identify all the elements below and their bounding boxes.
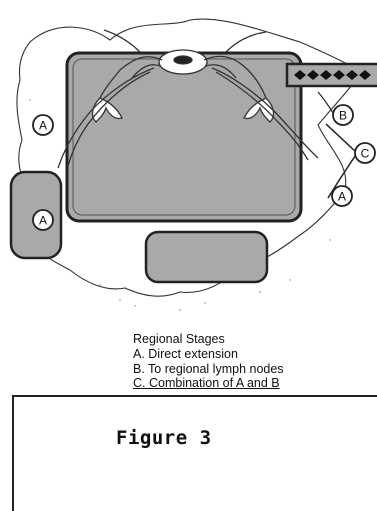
svg-text:A: A [39, 119, 47, 133]
svg-text:A: A [338, 190, 346, 204]
circle-label-a-left: A [32, 114, 54, 136]
circle-label-c: C [354, 142, 376, 164]
svg-text:B: B [339, 109, 347, 123]
circle-label-a-node: A [32, 209, 54, 231]
svg-text:A: A [39, 214, 47, 228]
legend-title: Regional Stages [133, 332, 225, 346]
primary-organ [65, 51, 303, 223]
legend-item-a: A. Direct extension [133, 347, 238, 362]
circle-label-b: B [332, 104, 354, 126]
legend-item-c: C. Combination of A and B [133, 376, 280, 391]
cancer-staging-diagram: A A B C A [9, 18, 377, 311]
figure-label: Figure 3 [116, 427, 212, 449]
circle-label-a-right: A [331, 185, 353, 207]
bottom-organ-block [144, 230, 269, 284]
legend-item-b: B. To regional lymph nodes [133, 361, 284, 376]
svg-text:C: C [361, 147, 370, 161]
regional-stages-legend: Regional Stages A. Direct extension B. T… [133, 332, 284, 391]
figure-caption-box [12, 395, 377, 511]
crab-illustration [57, 29, 319, 169]
